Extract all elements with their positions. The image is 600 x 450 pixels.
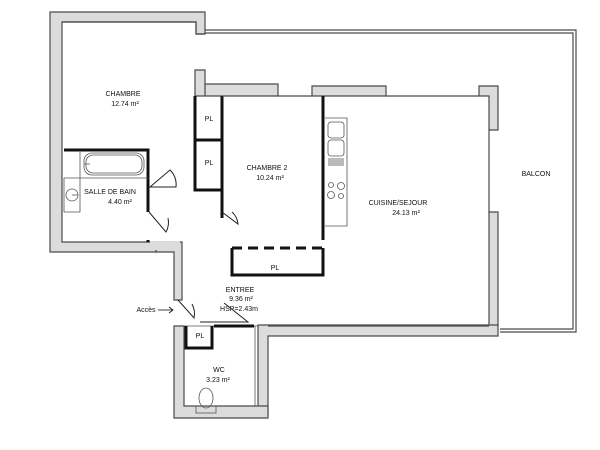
svg-text:ENTREE: ENTREE <box>226 287 255 294</box>
svg-text:12.74 m²: 12.74 m² <box>111 101 139 108</box>
kitchen-sink-icon <box>327 121 345 166</box>
access-label: Accès <box>136 307 156 314</box>
washbasin-icon <box>65 188 79 202</box>
svg-text:PL: PL <box>205 160 214 167</box>
svg-text:3.23 m²: 3.23 m² <box>206 377 230 384</box>
bathtub-icon <box>83 152 145 176</box>
room-label-balcon: BALCON <box>522 171 551 178</box>
svg-text:CHAMBRE 2: CHAMBRE 2 <box>247 165 288 172</box>
svg-text:BALCON: BALCON <box>522 171 551 178</box>
svg-text:CUISINE/SEJOUR: CUISINE/SEJOUR <box>369 200 428 207</box>
svg-text:24.13 m²: 24.13 m² <box>392 210 420 217</box>
svg-text:4.40 m²: 4.40 m² <box>108 199 132 206</box>
toilet-icon <box>195 387 217 414</box>
room-label-entree: ENTREE 9.36 m² HSP=2.43m <box>220 287 258 313</box>
cooktop-icon <box>327 182 345 199</box>
svg-text:9.36 m²: 9.36 m² <box>229 296 253 303</box>
room-label-salle-de-bain: SALLE DE BAIN 4.40 m² <box>84 189 136 206</box>
svg-text:10.24 m²: 10.24 m² <box>256 175 284 182</box>
room-label-wc: WC 3.23 m² <box>206 367 230 384</box>
interior-lines <box>62 21 490 406</box>
svg-text:CHAMBRE: CHAMBRE <box>105 91 140 98</box>
exterior-walls <box>49 11 499 419</box>
room-label-chambre: CHAMBRE 12.74 m² <box>105 91 140 108</box>
svg-text:PL: PL <box>205 116 214 123</box>
svg-text:PL: PL <box>196 333 205 340</box>
closet-labels: PL PL PL PL <box>196 116 280 340</box>
room-label-chambre-2: CHAMBRE 2 10.24 m² <box>247 165 288 182</box>
balcony-outline <box>203 29 577 333</box>
svg-text:WC: WC <box>213 367 225 374</box>
svg-text:SALLE DE BAIN: SALLE DE BAIN <box>84 189 136 196</box>
svg-text:HSP=2.43m: HSP=2.43m <box>220 306 258 313</box>
access-arrow-icon <box>158 306 174 314</box>
room-label-cuisine-sejour: CUISINE/SEJOUR 24.13 m² <box>369 200 428 217</box>
doors <box>148 169 250 323</box>
svg-text:PL: PL <box>271 265 280 272</box>
